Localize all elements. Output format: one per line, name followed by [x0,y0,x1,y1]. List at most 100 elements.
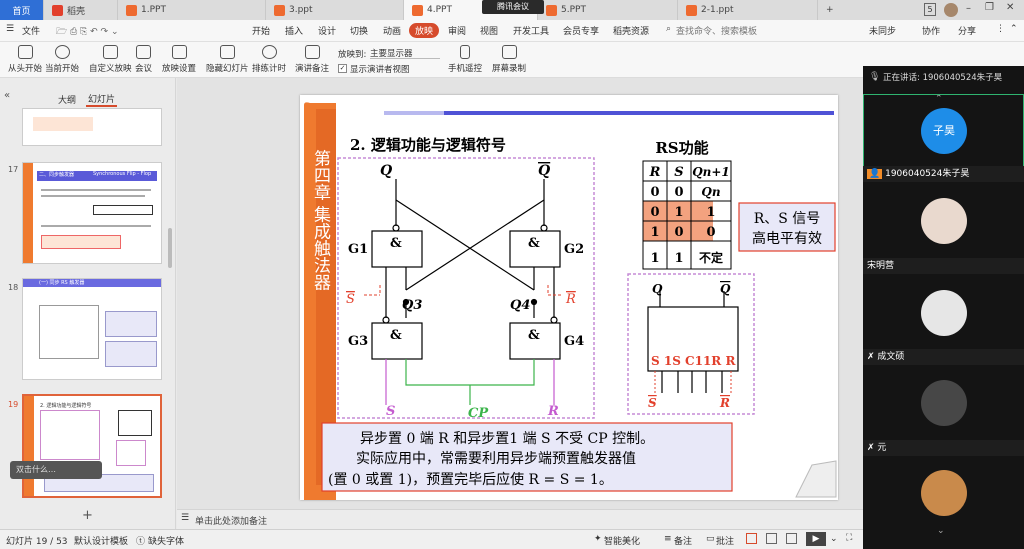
template-name[interactable]: 默认设计模板 [74,537,129,547]
gear-icon [171,45,187,59]
more-icon[interactable]: ⋮ [996,24,1005,34]
command-search[interactable]: 查找命令、搜索模板 [676,27,758,37]
slide[interactable]: 第四章 集成触法器 2. 逻辑功能与逻辑符号 Q Q G1 G2 G3 G4 &… [300,95,838,500]
menu-file[interactable]: 文件 [22,27,41,37]
menu-animation[interactable]: 动画 [383,27,402,37]
collapse-panel-icon[interactable]: « [4,90,11,101]
window-counter[interactable]: 5 [924,3,936,16]
tab-1ppt[interactable]: 1.PPT [118,0,266,20]
slide-canvas: 第四章 集成触法器 2. 逻辑功能与逻辑符号 Q Q G1 G2 G3 G4 &… [304,102,837,500]
comment-icon: ▭ [706,534,715,544]
tab-5ppt[interactable]: 5.PPT [538,0,678,20]
tab-slides[interactable]: 幻灯片 [86,92,118,107]
note-box [321,422,733,492]
minimize-icon[interactable]: – [966,3,971,14]
notes-placeholder[interactable]: 单击此处添加备注 [195,517,268,527]
hamburger-icon[interactable]: ☰ [6,24,15,34]
new-tab-button[interactable]: + [826,5,834,15]
output-q-bar: Q [538,163,550,179]
q4-label: Q4 [510,298,530,313]
presenter-view-checkbox[interactable]: ✓ [338,64,347,73]
meeting-button[interactable]: 会议 [135,45,152,74]
sync-status[interactable]: 未同步 [869,27,897,37]
meeting-badge[interactable]: 腾讯会议 [482,0,544,14]
play-dropdown-icon[interactable]: ⌄ [830,534,838,544]
menu-home[interactable]: 开始 [252,27,271,37]
notes-toggle[interactable]: 备注 [674,537,693,547]
collapse-ribbon-icon[interactable]: ⌃ [1010,24,1018,34]
smart-beautify[interactable]: 智能美化 [604,537,641,547]
fit-window-icon[interactable]: ⛶ [846,533,853,543]
normal-view-icon[interactable] [746,533,757,544]
quick-access-icons[interactable]: 🗁 ⎙ ⎘ ↶ ↷ ⌄ [56,27,119,37]
avatar[interactable] [944,3,958,17]
menu-docer[interactable]: 稻壳资源 [613,27,650,37]
input-s: S [386,404,395,419]
close-window-icon[interactable]: ✕ [1006,2,1015,13]
page-curl [795,460,837,498]
table-header-s: S [674,165,683,180]
tab-outline[interactable]: 大纲 [58,96,77,106]
menu-insert[interactable]: 插入 [285,27,304,37]
phone-remote-button[interactable]: 手机遥控 [448,45,482,74]
show-settings-button[interactable]: 放映设置 [162,45,196,74]
speaker-notes-button[interactable]: 演讲备注 [295,45,329,74]
menu-developer[interactable]: 开发工具 [513,27,550,37]
menu-slideshow[interactable]: 放映 [409,23,440,38]
and-symbol: & [390,236,402,251]
share-button[interactable]: 分享 [958,27,977,37]
reading-view-icon[interactable] [786,533,797,544]
tab-home[interactable]: 首页 [0,0,44,20]
custom-show-button[interactable]: 自定义放映 [89,45,132,74]
hide-slide-icon [219,45,235,59]
missing-font[interactable]: 缺失字体 [148,537,185,547]
chevron-up-icon[interactable]: ⌃ [935,94,943,104]
menu-bar: ☰ 文件 🗁 ⎙ ⎘ ↶ ↷ ⌄ 开始 插入 设计 切换 动画 放映 审阅 视图… [0,20,1024,42]
play-icon[interactable]: ▶ [806,532,826,546]
slide-thumbnail-19[interactable]: 2. 逻辑功能与逻辑符号 [22,394,162,498]
menu-member[interactable]: 会员专享 [563,27,600,37]
collaborate-button[interactable]: 协作 [922,27,941,37]
table-cell: 不定 [699,250,723,265]
scrollbar[interactable] [168,228,172,268]
slide-thumbnail-16[interactable] [22,108,162,146]
rd-bar-label: R [565,292,576,307]
rehearse-button[interactable]: 排练计时 [252,45,286,74]
restore-icon[interactable]: ❐ [985,2,994,13]
chevron-down-icon[interactable]: ⌄ [937,526,945,536]
slide-thumbnail-18[interactable]: (一) 同步 RS 触发器 [22,278,162,380]
menu-view[interactable]: 视图 [480,27,499,37]
slide-number: 19 [8,400,19,409]
flipflop-symbol [647,291,739,393]
play-current-button[interactable]: 当前开始 [45,45,79,74]
tab-2-1ppt[interactable]: 2-1.ppt [678,0,818,20]
sorter-view-icon[interactable] [766,533,777,544]
table-cell: 1 [674,205,683,220]
mic-off-icon: ✗ [867,352,875,362]
hide-slide-button[interactable]: 隐藏幻灯片 [206,45,249,74]
comments-toggle[interactable]: 批注 [716,537,735,547]
menu-design[interactable]: 设计 [318,27,337,37]
q3-label: Q3 [402,298,422,313]
speaking-indicator: 正在讲话: 1906040524朱子昊 [883,73,1003,83]
ppt-icon [126,4,137,16]
slide-counter: 幻灯片 19 / 53 [6,537,68,547]
menu-review[interactable]: 审阅 [448,27,467,37]
participant-name: ✗ 元 [863,440,1024,456]
play-from-start-button[interactable]: 从头开始 [8,45,42,74]
symbol-output-q: Q [652,282,663,296]
menu-transition[interactable]: 切换 [350,27,369,37]
tab-docer[interactable]: 稻壳 [44,0,118,20]
search-icon[interactable]: ⌕ [666,24,672,34]
tab-3ppt[interactable]: 3.ppt [266,0,404,20]
screen-record-button[interactable]: 屏幕录制 [492,45,526,74]
play-icon [17,45,33,59]
ppt-icon [546,4,557,16]
symbol-input-rd: R [719,396,730,410]
add-slide-button[interactable]: + [82,508,93,523]
show-to-select[interactable]: 主要显示器 [370,47,440,59]
show-to-label: 放映到: [338,50,367,60]
table-cell: 0 [706,225,715,240]
slide-thumbnail-17[interactable]: 二、同步触发器 Synchronous Flip - Flop [22,162,162,264]
presenter-view-label: 显示演讲者视图 [350,65,410,75]
